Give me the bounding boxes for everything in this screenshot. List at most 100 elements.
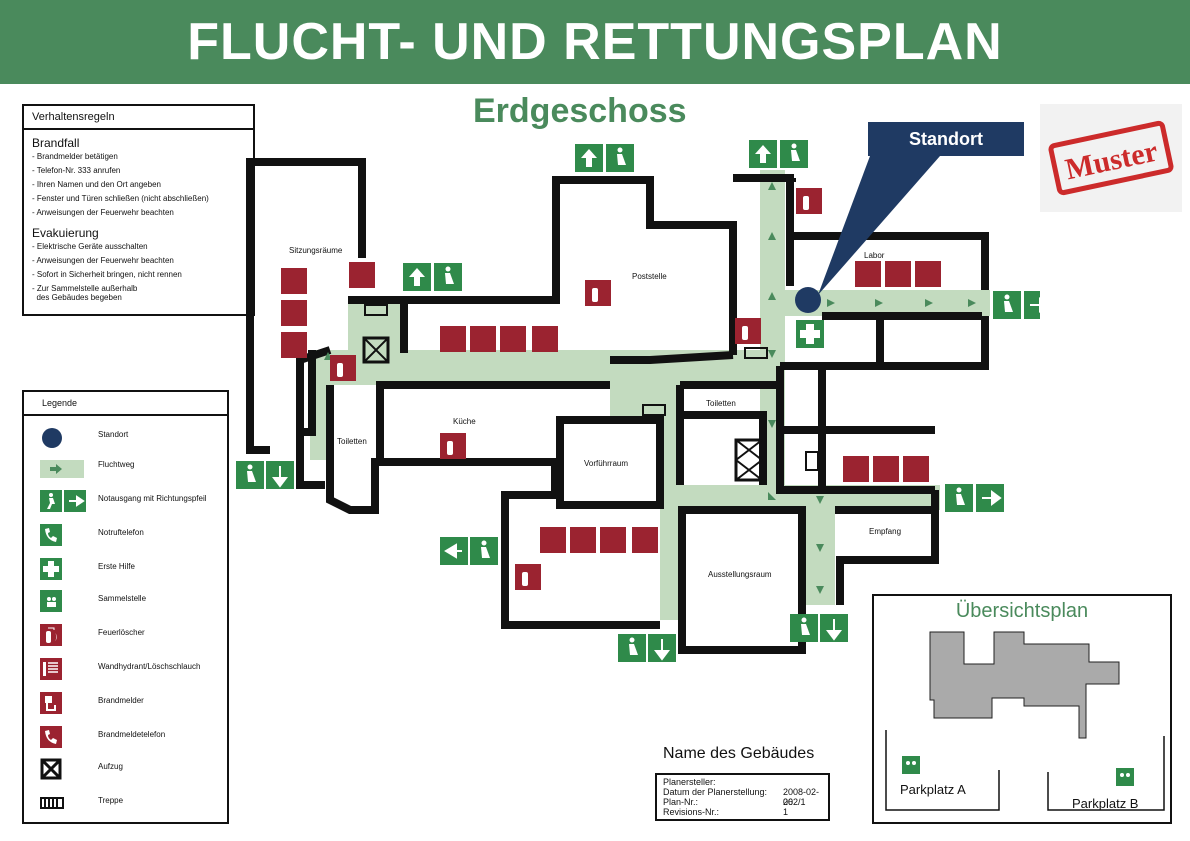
legend-item: Aufzug [24,756,224,784]
parking-a-label: Parkplatz A [900,782,966,797]
plan-info-box: Planersteller: Datum der Planerstellung:… [655,773,830,821]
exit-sign-icon [403,263,462,291]
evac-rule: des Gebäudes begeben [32,293,122,302]
standort-pointer [818,156,940,295]
info-key: Plan-Nr.: [663,797,699,807]
exit-sign-icon [945,484,1004,512]
fire-rule: - Fenster und Türen schließen (nicht abs… [32,194,209,203]
legend-label: Sammelstelle [98,594,147,603]
parking-b-label: Parkplatz B [1072,796,1139,811]
exit-sign-icon [575,144,634,172]
standort-label: Standort [868,122,1024,156]
evac-rule: - Anweisungen der Feuerwehr beachten [32,256,174,265]
exit-sign-icon [236,461,294,489]
fire-extinguisher-icon [515,564,541,590]
fire-rule: - Telefon-Nr. 333 anrufen [32,166,121,175]
fire-extinguisher-icon [735,318,761,344]
exit-sign-icon [40,490,86,512]
exit-sign-icon [993,291,1040,319]
room-label: Vorführraum [584,459,629,468]
assembly-point-icon [40,590,62,612]
overview-map [885,631,1165,811]
exit-sign-icon [790,614,848,642]
info-value: 2008-02-26 [783,787,820,807]
room-label: Sitzungsräume [289,246,343,255]
info-row: Datum der Planerstellung: 2008-02-26 [663,787,828,807]
info-key: Revisions-Nr.: [663,807,720,817]
evac-rule: - Zur Sammelstelle außerhalb [32,284,138,293]
evac-rule: - Elektrische Geräte ausschalten [32,242,148,251]
room-label: Empfang [869,527,902,536]
stairs-icon [40,797,64,809]
info-key: Planersteller: [663,777,716,787]
info-value: 1 [783,807,789,817]
legend-label: Fluchtweg [98,460,135,469]
first-aid-cross-icon [40,558,62,580]
escape-arrow-icon [324,182,976,594]
room-label: Toiletten [337,437,367,446]
legend-item: Wandhydrant/Löschschlauch [24,656,224,684]
fire-alarm-icon [40,692,62,714]
standort-dot-icon [795,287,821,313]
legend-item: Treppe [24,790,224,818]
evac-heading: Evakuierung [32,226,99,240]
rules-heading: Verhaltensregeln [24,106,253,130]
info-key: Datum der Planerstellung: [663,787,768,797]
evac-rule: - Sofort in Sicherheit bringen, nicht re… [32,270,182,279]
legend-item: Sammelstelle [24,588,224,616]
overview-title: Übersichtsplan [955,600,1089,622]
legend-item: Brandmelder [24,690,224,718]
exit-sign-icon [618,634,676,662]
fire-extinguisher-icon [796,188,822,214]
emergency-phone-icon [40,524,62,546]
legend-label: Brandmelder [98,696,144,705]
legend-item: Standort [24,424,224,452]
legend-item: Notausgang mit Richtungspfeil [24,488,224,516]
fire-rule: - Ihren Namen und den Ort angeben [32,180,161,189]
fire-extinguisher-icon [330,355,356,381]
exit-sign-icon [440,537,498,565]
elevator-icon [734,438,764,482]
behavior-rules-box: Verhaltensregeln Brandfall - Brandmelder… [22,104,255,316]
legend-label: Standort [98,430,129,439]
plan-title: FLUCHT- UND RETTUNGSPLAN [0,0,1190,84]
legend-label: Notausgang mit Richtungspfeil [98,494,207,503]
legend-item: Fluchtweg [24,454,224,482]
fire-phone-icon [40,726,62,748]
info-row: Plan-Nr.:002/1 [663,797,828,807]
legend-item: Erste Hilfe [24,556,224,584]
legend-label: Brandmeldetelefon [98,730,166,739]
elevator-icon [40,758,62,780]
room-label: Poststelle [632,272,667,281]
room-label: Ausstellungsraum [708,570,772,579]
legend-item: Brandmeldetelefon [24,724,224,752]
muster-stamp: Muster [1040,104,1182,212]
fire-extinguisher-icon [40,624,62,646]
fire-extinguisher-icon [440,433,466,459]
legend-label: Treppe [98,796,124,805]
fire-hose-icon [40,658,62,680]
room-label: Labor [864,251,885,260]
fire-heading: Brandfall [32,136,80,150]
standort-dot-icon [42,428,62,448]
fire-equipment-group [281,261,941,553]
room-label: Toiletten [706,399,736,408]
legend-label: Feuerlöscher [98,628,145,637]
assembly-point-icon [902,756,920,774]
fire-rule: - Brandmelder betätigen [32,152,118,161]
legend-label: Aufzug [98,762,123,771]
exit-sign-icon [749,140,808,168]
info-row: Planersteller: [663,777,828,787]
elevator-icon [362,336,390,364]
assembly-point-icon [1116,768,1134,786]
overview-map-box: Übersichtsplan Parkplatz A Parkplatz B [872,594,1172,824]
building-name: Name des Gebäudes [663,745,815,762]
legend-heading: Legende [24,392,227,416]
first-aid-cross-icon [796,320,824,348]
legend-label: Erste Hilfe [98,562,135,571]
legend-item: Notruftelefon [24,522,224,550]
walls [246,158,989,654]
stairs-icon [364,304,819,471]
legend-label: Notruftelefon [98,528,144,537]
escape-arrow-icon [40,460,84,478]
